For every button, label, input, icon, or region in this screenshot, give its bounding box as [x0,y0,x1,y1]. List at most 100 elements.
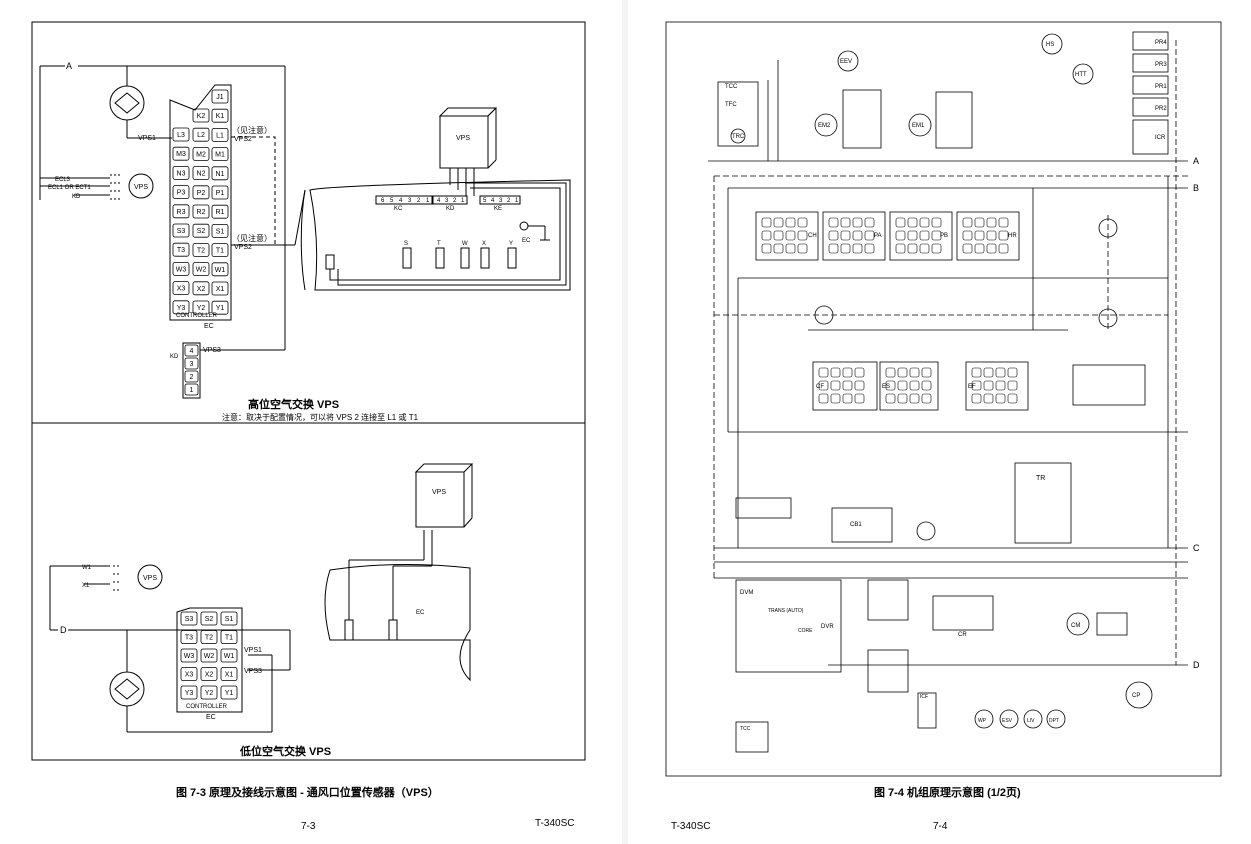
ch-contactor [755,211,819,261]
ctl-term-k1-box [211,108,229,123]
vps-symbol-upper [128,173,154,199]
ctl-term-t3-box [172,242,190,257]
lower-vps3-label: VPS3 [244,668,262,675]
ctl-term-l1: L1 [216,132,224,139]
contactor-terminal [785,243,796,254]
label-ch: CH [808,233,817,239]
node-a-label: A [66,61,72,71]
ctl-term-x1: X1 [216,286,225,293]
contactor-terminal [773,243,784,254]
contactor-terminal [907,217,918,228]
figure-caption-7-4: 图 7-4 机组原理示意图 (1/2页) [874,787,1021,799]
hs-symbol [1041,33,1063,55]
node-b-right: B [1193,183,1199,193]
controller-body [169,84,232,321]
lower-ctl-term-s2: S2 [205,616,214,623]
contactor-terminal [897,393,908,404]
contactor-terminal [907,243,918,254]
contactor-terminal [995,380,1006,391]
ec-terminal-t: T [437,241,441,247]
dvm-box [735,579,842,673]
label-cf: CF [816,384,824,390]
unit-schematic-diagram: A B C D EEV EM2 EM1 HS HTT PR4 PR3 PR1 P… [665,21,1222,777]
label-em2: EM2 [818,123,831,129]
contactor-terminal [785,217,796,228]
label-wp: WP [978,718,987,724]
wp-symbol [974,709,994,729]
contactor-terminal [909,367,920,378]
eev-symbol [837,50,859,72]
lower-frame [31,422,586,761]
controller-label-upper: CONTROLLER [176,313,218,319]
lower-ctl-term-s1-box [220,611,238,626]
kd-label-upper: KD [72,194,81,200]
contactor-terminal [962,217,973,228]
contactor-terminal [842,380,853,391]
ctl-term-m3-box [172,146,190,161]
ctl-term-p1: P1 [216,190,225,197]
contactor-terminal [895,230,906,241]
label-cp: CP [1132,693,1140,699]
ctl-term-k2: K2 [197,113,206,120]
vps-text-lower: VPS [143,575,157,582]
ctl-term-p3: P3 [177,190,186,197]
htt-symbol [1072,63,1094,85]
lower-ctl-term-w1: W1 [224,653,235,660]
contactor-terminal [840,217,851,228]
kd-strip-pin-3: 3 [445,198,449,204]
ctl-term-n2-box [192,166,210,181]
contactor-terminal [895,217,906,228]
em1-box [935,91,973,149]
cp-symbol [1125,681,1153,709]
contactor-terminal [840,243,851,254]
ke-pin-3: 3 [499,198,503,204]
ctl-term-k2-box [192,108,210,123]
contactor-terminal [852,243,863,254]
kd-pin-3: 3 [190,361,194,368]
ctl-term-r1: R1 [216,209,225,216]
kd-terminal-label: KD [446,206,455,212]
contactor-terminal [854,367,865,378]
contactor-terminal [897,380,908,391]
ctl-term-y2-box [192,300,210,315]
contactor-terminal [971,380,982,391]
contactor-terminal [962,230,973,241]
ctl-term-r3-box [172,204,190,219]
contactor-terminal [919,217,930,228]
upper-diagram-title: 高位空气交换 VPS [248,399,340,411]
ke-pin-5: 5 [483,198,487,204]
contactor-terminal [818,380,829,391]
contactor-terminal [931,243,942,254]
contactor-terminal [842,393,853,404]
label-pr1: PR1 [1155,84,1167,90]
ke-pin-4: 4 [491,198,495,204]
vps1-label: VPS1 [138,135,156,142]
kd-strip-pin-1: 1 [461,198,465,204]
ctl-term-s3-box [172,223,190,238]
contactor-terminal [785,230,796,241]
lower-ctl-term-y1-box [220,685,238,700]
ec-terminal-x: X [482,241,486,247]
lower-ctl-term-y1: Y1 [225,690,234,697]
ctl-term-w3-box [172,261,190,276]
lower-ctl-term-x2: X2 [205,671,214,678]
vps2-label-1: VPS2 [234,136,252,143]
contactor-terminal [864,217,875,228]
pa-contactor [822,211,886,261]
contactor-terminal [852,217,863,228]
ctl-term-x3-box [172,281,190,296]
see-note-2: （见注意） [232,233,272,243]
contactor-terminal [830,393,841,404]
contactor-terminal [986,217,997,228]
contactor-terminal [895,243,906,254]
ec-label-lower: EC [206,714,216,721]
ctl-term-y1: Y1 [216,305,225,312]
lower-ctl-term-s2-box [200,611,218,626]
label-trc: TRC [732,134,745,140]
model-right: T-340SC [671,821,711,832]
ctl-term-t1-box [211,243,229,258]
ctl-term-r1-box [211,204,229,219]
contactor-terminal [840,230,851,241]
node-a-right: A [1193,156,1199,166]
contactor-terminal [773,217,784,228]
